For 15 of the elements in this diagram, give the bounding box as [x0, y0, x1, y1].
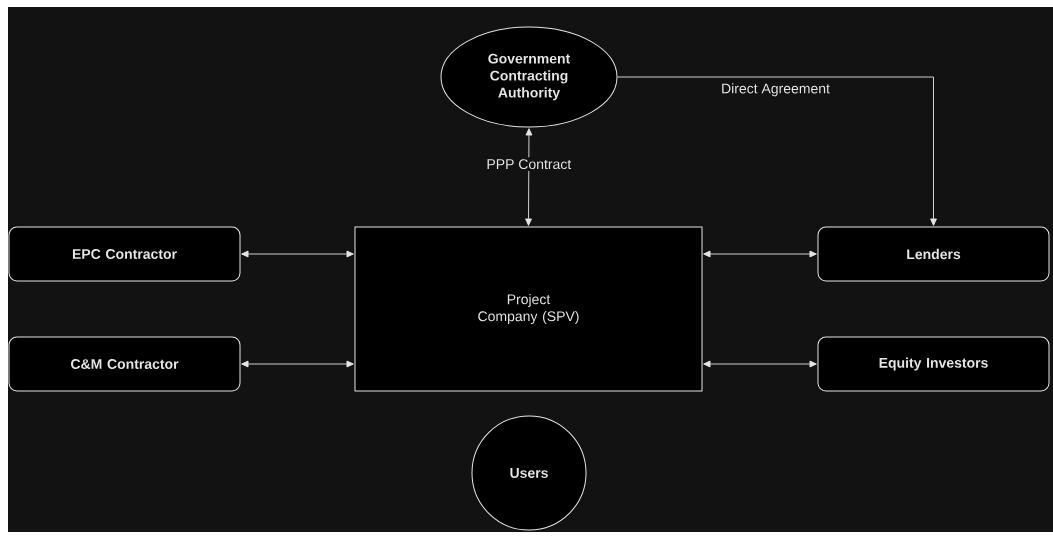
- arrow: [525, 128, 533, 226]
- arrow: [703, 360, 817, 368]
- arrow: [241, 250, 354, 258]
- arrow: [703, 250, 817, 258]
- arrow: [241, 360, 354, 368]
- rounded-box: C&M Contractor: [8, 336, 241, 392]
- process-box: Project Company (SPV): [354, 226, 703, 392]
- circle-node: Users: [471, 415, 587, 531]
- edge-label: Direct Agreement: [719, 81, 832, 99]
- edge-label: PPP Contract: [484, 157, 574, 172]
- ellipse-node: Government Contracting Authority: [440, 26, 618, 128]
- rounded-box: Lenders: [817, 226, 1050, 282]
- arrow: [617, 76, 937, 226]
- rounded-box: Equity Investors: [817, 336, 1050, 392]
- rounded-box: EPC Contractor: [8, 226, 241, 282]
